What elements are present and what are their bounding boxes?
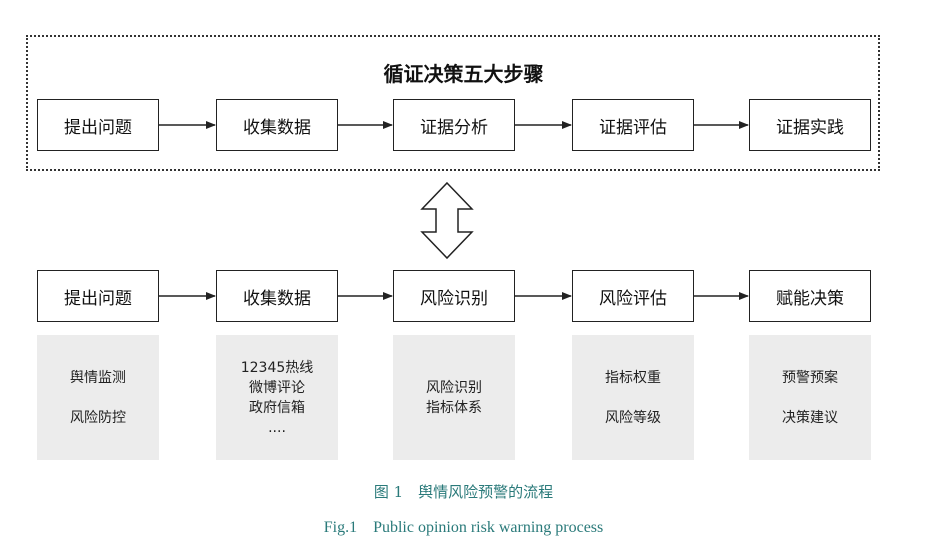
bottom-step-4: 风险评估 — [572, 270, 694, 322]
detail-line: 舆情监测 — [70, 369, 126, 386]
detail-line: 风险等级 — [605, 409, 661, 426]
detail-line: 风险识别 — [426, 379, 482, 396]
detail-line: 指标权重 — [605, 369, 661, 386]
bottom-step-2: 收集数据 — [216, 270, 338, 322]
detail-panel-4: 指标权重 风险等级 — [572, 335, 694, 460]
top-step-2: 收集数据 — [216, 99, 338, 151]
top-step-3: 证据分析 — [393, 99, 515, 151]
bottom-step-5: 赋能决策 — [749, 270, 871, 322]
detail-line: 政府信箱 — [249, 399, 305, 416]
five-steps-frame — [26, 35, 880, 171]
detail-panel-3: 风险识别 指标体系 — [393, 335, 515, 460]
detail-line: 预警预案 — [782, 369, 838, 386]
detail-line: 微博评论 — [249, 379, 305, 396]
detail-line: 决策建议 — [782, 409, 838, 426]
detail-panel-1: 舆情监测 风险防控 — [37, 335, 159, 460]
detail-panel-5: 预警预案 决策建议 — [749, 335, 871, 460]
detail-line: .... — [268, 419, 286, 436]
bottom-step-1: 提出问题 — [37, 270, 159, 322]
bidirectional-arrow-icon — [420, 181, 474, 260]
detail-line: 指标体系 — [426, 399, 482, 416]
top-step-1: 提出问题 — [37, 99, 159, 151]
detail-line: 12345热线 — [240, 359, 314, 376]
top-step-4: 证据评估 — [572, 99, 694, 151]
detail-line: 风险防控 — [70, 409, 126, 426]
caption-zh: 图 1 舆情风险预警的流程 — [373, 483, 554, 501]
five-steps-title: 循证决策五大步骤 — [383, 62, 544, 86]
top-step-5: 证据实践 — [749, 99, 871, 151]
detail-panel-2: 12345热线 微博评论 政府信箱 .... — [216, 335, 338, 460]
bottom-step-3: 风险识别 — [393, 270, 515, 322]
caption-en: Fig.1 Public opinion risk warning proces… — [323, 519, 604, 536]
